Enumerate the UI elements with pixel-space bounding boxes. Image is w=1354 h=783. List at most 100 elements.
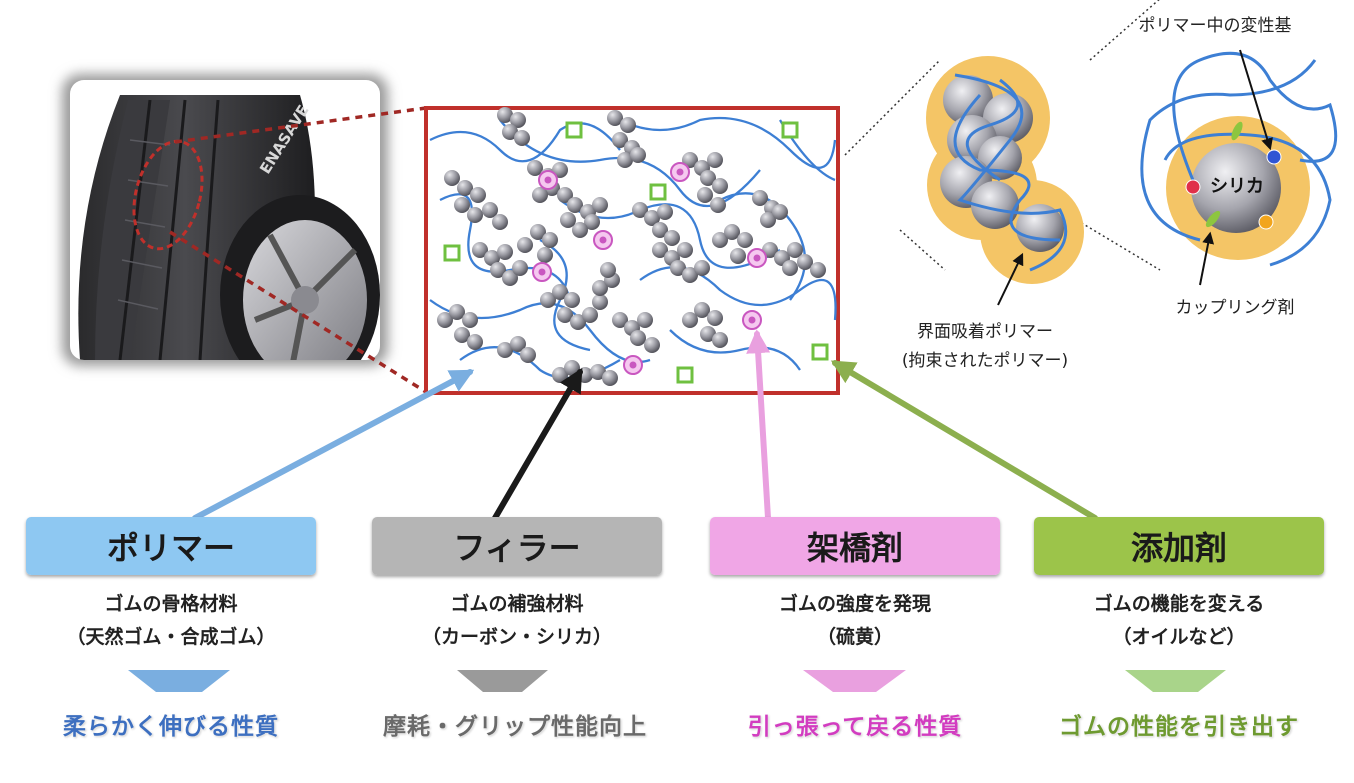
filler-particle xyxy=(682,267,698,283)
filler-particle xyxy=(592,294,608,310)
filler-particle xyxy=(712,178,728,194)
polymer-title: ポリマー xyxy=(106,529,235,567)
adsorbed-polymer-line1: 界面吸着ポリマー xyxy=(917,322,1053,342)
additive-square xyxy=(781,121,799,139)
polymer-arrow xyxy=(192,369,475,521)
filler-particle xyxy=(497,244,513,260)
additive-square xyxy=(565,121,583,139)
filler-particle xyxy=(592,280,608,296)
polymer-chain xyxy=(719,192,807,301)
filler-particle xyxy=(552,284,568,300)
filler-particle xyxy=(540,292,556,308)
filler-particle xyxy=(607,110,623,126)
filler-particle xyxy=(630,330,646,346)
crosslink-agent-box: 架橋剤 xyxy=(710,517,1000,575)
filler-particle xyxy=(449,304,465,320)
additive-square xyxy=(676,366,694,384)
polymer-down-arrow xyxy=(128,670,230,692)
filler-particle xyxy=(657,204,673,220)
filler-particle xyxy=(470,187,486,203)
filler-box: フィラー xyxy=(372,517,662,575)
filler-particle xyxy=(437,312,453,328)
filler-particle xyxy=(612,312,628,328)
filler-particle xyxy=(492,214,508,230)
crosslink-points xyxy=(532,162,767,375)
polymer-result: 柔らかく伸びる性質 xyxy=(63,714,279,740)
crosslink-agent-title: 架橋剤 xyxy=(806,529,903,567)
filler-particle xyxy=(772,204,788,220)
filler-particle xyxy=(530,224,546,240)
crosslink-agent-description: ゴムの強度を発現 （硫黄） xyxy=(710,588,1000,654)
filler-particle xyxy=(502,270,518,286)
adsorbed-polymer-label: 界面吸着ポリマー (拘束されたポリマー) xyxy=(870,318,1100,376)
filler-particle xyxy=(712,332,728,348)
filler-description: ゴムの補強材料 （カーボン・シリカ） xyxy=(372,588,662,654)
filler-particle xyxy=(510,336,526,352)
modified-group-label: ポリマー中の変性基 xyxy=(1138,16,1292,36)
filler-particle xyxy=(542,232,558,248)
filler-particle xyxy=(617,152,633,168)
tire-magnify-marker xyxy=(132,139,204,251)
adsorbed-polymer-cluster xyxy=(926,56,1084,284)
crosslink-point-core xyxy=(544,176,552,184)
additive-square xyxy=(649,183,667,201)
filler-particle xyxy=(600,262,616,278)
filler-particle xyxy=(567,197,583,213)
filler-particle xyxy=(670,260,686,276)
filler-particle xyxy=(590,364,606,380)
category-arrows xyxy=(192,329,1098,521)
adsorbed-polymer-line2: (拘束されたポリマー) xyxy=(901,351,1069,371)
filler-particle xyxy=(700,326,716,342)
filler-desc-line2: （カーボン・シリカ） xyxy=(421,626,612,648)
coupling-agent-label: カップリング剤 xyxy=(1175,298,1295,318)
filler-particle xyxy=(737,232,753,248)
adsorbed-pointer xyxy=(997,252,1024,306)
filler-particle xyxy=(490,262,506,278)
additive-box: 添加剤 xyxy=(1034,517,1324,575)
filler-particles xyxy=(437,107,826,386)
filler-particle xyxy=(497,107,513,123)
filler-particle xyxy=(510,112,526,128)
down-arrows xyxy=(128,670,1226,692)
filler-desc-line1: ゴムの補強材料 xyxy=(450,593,584,615)
polymer-chain xyxy=(619,116,837,169)
filler-particle xyxy=(497,342,513,358)
filler-particle xyxy=(730,248,746,264)
polymer-description: ゴムの骨格材料 （天然ゴム・合成ゴム） xyxy=(26,588,316,654)
crosslink-point-core xyxy=(753,254,761,262)
filler-particle xyxy=(467,207,483,223)
filler-particle xyxy=(694,260,710,276)
filler-particle xyxy=(797,254,813,270)
crosslink-point-core xyxy=(676,168,684,176)
polymer-box: ポリマー xyxy=(26,517,316,575)
filler-particle xyxy=(537,247,553,263)
additive-desc-line1: ゴムの機能を変える xyxy=(1093,593,1265,615)
filler-particle xyxy=(454,197,470,213)
filler-particle xyxy=(472,242,488,258)
filler-particle xyxy=(630,147,646,163)
additive-arrow xyxy=(830,360,1098,521)
filler-particle xyxy=(582,307,598,323)
filler-arrow xyxy=(492,367,583,521)
filler-particle xyxy=(467,334,483,350)
filler-result: 摩耗・グリップ性能向上 xyxy=(383,714,647,740)
additive-square xyxy=(811,343,829,361)
polymer-desc-line2: （天然ゴム・合成ゴム） xyxy=(66,626,276,648)
filler-particle xyxy=(707,152,723,168)
filler-particle xyxy=(682,312,698,328)
filler-particle xyxy=(644,337,660,353)
filler-particle xyxy=(760,212,776,228)
filler-particle xyxy=(712,232,728,248)
filler-particle xyxy=(502,124,518,140)
filler-particle xyxy=(602,370,618,386)
filler-particle xyxy=(484,250,500,266)
filler-particle xyxy=(532,187,548,203)
filler-title: フィラー xyxy=(453,529,581,567)
crosslink-desc-line2: （硫黄） xyxy=(816,626,893,648)
filler-particle xyxy=(560,212,576,228)
filler-particle xyxy=(707,310,723,326)
filler-particle xyxy=(592,197,608,213)
additive-title: 添加剤 xyxy=(1130,529,1227,567)
additive-desc-line2: （オイルなど） xyxy=(1112,626,1246,648)
